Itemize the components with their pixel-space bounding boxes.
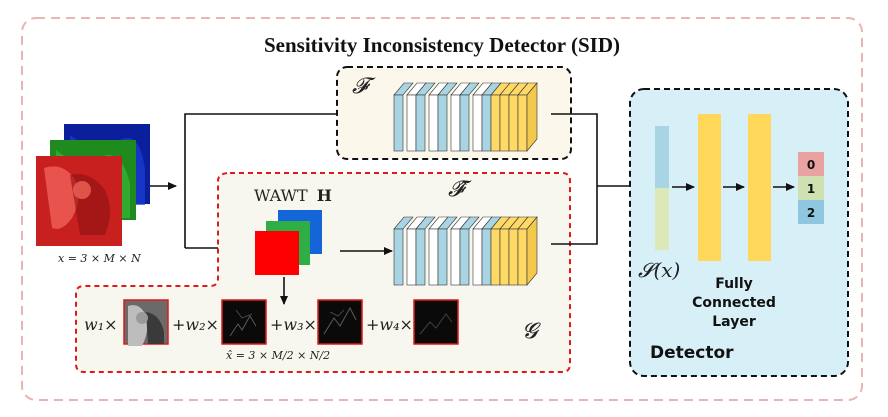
f-network-layers <box>393 82 538 152</box>
fhat-layers-slab-8 <box>481 228 492 286</box>
fhat-layers-slab-5 <box>450 228 461 286</box>
line-f-to-merge <box>551 113 598 186</box>
fc-label-line-3: Layer <box>712 314 756 330</box>
f-layers-slab-3 <box>428 94 439 152</box>
output-class-1: 1 <box>807 182 815 196</box>
subband-ll-image <box>123 299 169 346</box>
wawt-label: WAWT H <box>254 186 332 205</box>
f-layers-slab-12 <box>517 94 528 152</box>
subband-row: w₁× +w₂× +w₃× +w₄× <box>84 299 459 346</box>
f-layers-slab-6 <box>459 94 470 152</box>
output-class-1-cell <box>798 176 824 200</box>
fhat-layers-slab-7 <box>472 228 483 286</box>
f-layers-slab-4 <box>437 94 448 152</box>
f-layers-slab-5 <box>450 94 461 152</box>
f-layers-slab-1 <box>406 94 417 152</box>
subband-hh-image <box>413 299 459 345</box>
xhat-size-label: x̂ = 3 × M/2 × N/2 <box>226 349 330 362</box>
output-class-0-cell <box>798 152 824 176</box>
weight-1: w₁× <box>84 315 118 334</box>
f-layers-slab-2 <box>415 94 426 152</box>
detector-box <box>629 88 849 377</box>
s-feature-vector <box>655 126 669 250</box>
f-layers-slab-7 <box>472 94 483 152</box>
fhat-layers-slab-3 <box>428 228 439 286</box>
output-class-0: 0 <box>807 158 815 172</box>
weight-3: +w₃× <box>270 315 317 334</box>
output-classes: 0 1 2 <box>798 152 824 224</box>
fhat-layers-slab-2 <box>415 228 426 286</box>
f-layers-slab-11 <box>508 94 519 152</box>
fhat-layers-slab-10 <box>499 228 510 286</box>
fhat-layers-slab-4 <box>437 228 448 286</box>
fhat-layers-slab-11 <box>508 228 519 286</box>
s-label: 𝓢(x) <box>638 258 680 282</box>
fhat-layers-slab-0 <box>393 228 404 286</box>
wavelet-stack <box>255 210 322 275</box>
fhat-network-layers <box>393 216 538 286</box>
subband-hl-image <box>317 299 363 345</box>
fhat-layers-slab-12 <box>517 228 528 286</box>
g-label: 𝓖 <box>522 319 541 344</box>
weight-4: +w₄× <box>366 315 413 334</box>
f-layers-side-face <box>526 82 538 152</box>
output-class-2: 2 <box>807 206 815 220</box>
input-size-label: x = 3 × M × N <box>58 252 141 265</box>
fc-label-line-2: Connected <box>692 295 776 311</box>
fc-layer-1 <box>698 114 721 261</box>
f-layers-slab-10 <box>499 94 510 152</box>
wawt-text: WAWT <box>254 186 308 205</box>
diagram-title: Sensitivity Inconsistency Detector (SID) <box>264 33 620 57</box>
f-layers-slab-0 <box>393 94 404 152</box>
output-class-2-cell <box>798 200 824 224</box>
fhat-layers-slab-1 <box>406 228 417 286</box>
sid-outer-frame <box>21 17 863 401</box>
arrow-to-f-branch <box>184 110 391 248</box>
fhat-layers-side-face <box>526 216 538 286</box>
detector-label: Detector <box>650 343 734 363</box>
fc-label-line-1: Fully <box>715 276 753 292</box>
fhat-layers-slab-6 <box>459 228 470 286</box>
fhat-layers-slab-9 <box>490 228 501 286</box>
f-layers-slab-9 <box>490 94 501 152</box>
f-layers-slab-8 <box>481 94 492 152</box>
subband-lh-image <box>221 299 267 345</box>
wawt-h: H <box>317 186 332 205</box>
line-fhat-to-merge <box>551 186 598 245</box>
input-image-stack <box>36 124 150 246</box>
weight-2: +w₂× <box>172 315 219 334</box>
fc-layer-2 <box>748 114 771 261</box>
